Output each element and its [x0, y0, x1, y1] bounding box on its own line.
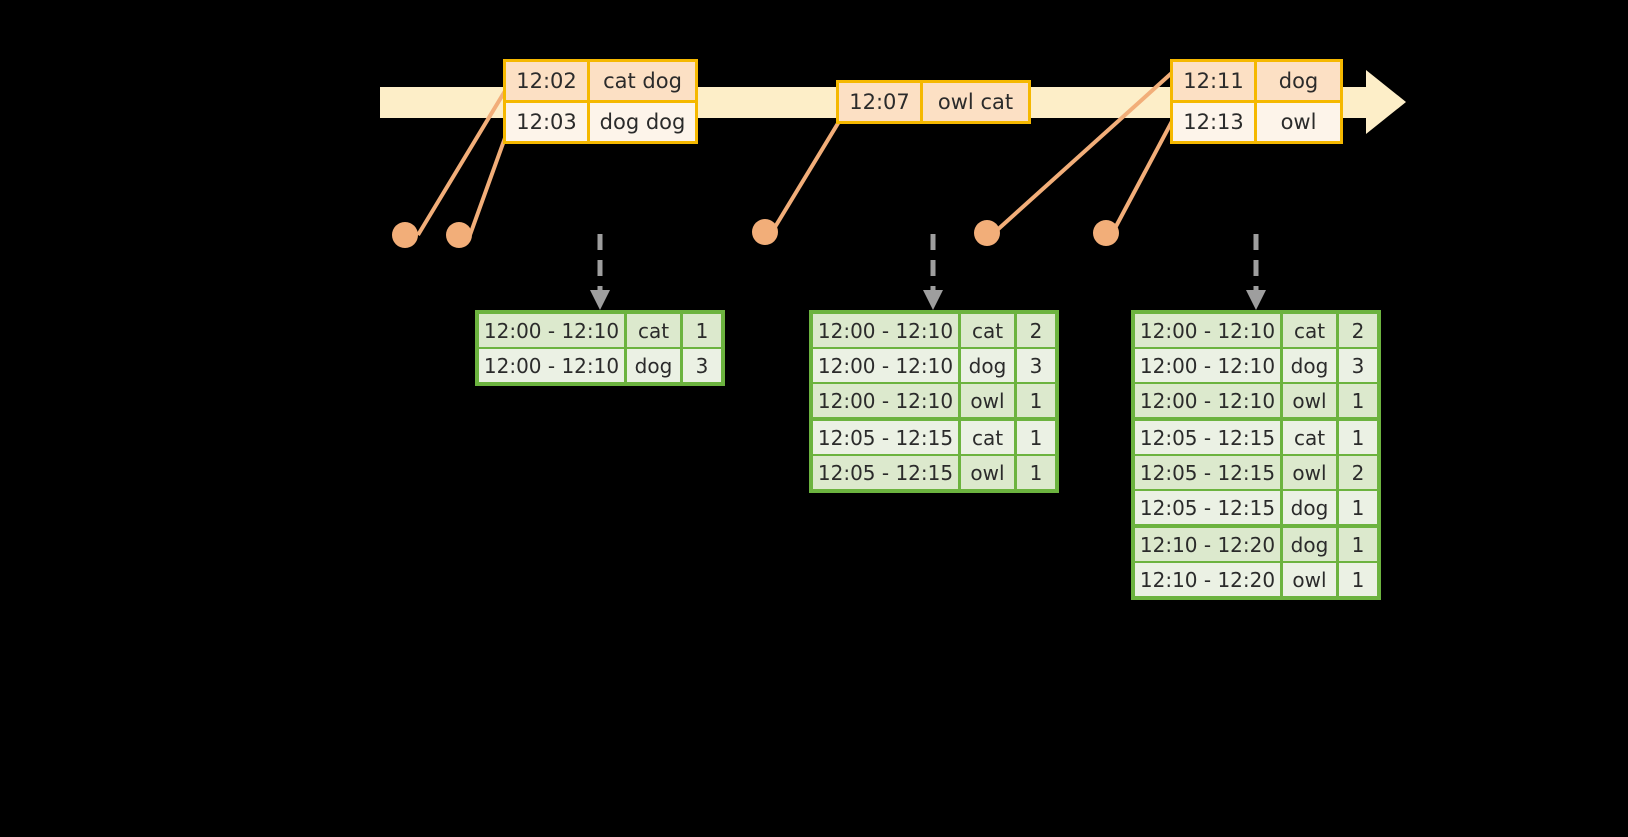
count-cell: 1 [1339, 421, 1377, 454]
window-cell: 12:05 - 12:15 [1135, 421, 1283, 454]
event-group-3: 12:11 dog 12:13 owl [1170, 59, 1343, 144]
table-row: 12:00 - 12:10 dog 3 [1135, 347, 1377, 382]
connector-dot [446, 222, 472, 248]
table-row: 12:00 - 12:10 cat 1 [479, 314, 721, 347]
table-row: 12:05 - 12:15 owl 2 [1135, 454, 1377, 489]
table-row: 12:00 - 12:10 dog 3 [479, 347, 721, 382]
timeline-arrowhead [1366, 70, 1406, 134]
window-cell: 12:00 - 12:10 [479, 349, 627, 382]
window-cell: 12:00 - 12:10 [813, 314, 961, 347]
event-row: 12:07 owl cat [839, 83, 1028, 121]
event-words: dog dog [590, 103, 695, 141]
dashed-arrow-2 [923, 234, 943, 310]
word-cell: owl [1283, 563, 1339, 596]
result-group: 12:05 - 12:15 cat 1 12:05 - 12:15 owl 2 … [1135, 417, 1377, 524]
result-group: 12:10 - 12:20 dog 1 12:10 - 12:20 owl 1 [1135, 524, 1377, 596]
window-cell: 12:05 - 12:15 [813, 421, 961, 454]
table-row: 12:05 - 12:15 owl 1 [813, 454, 1055, 489]
word-cell: dog [627, 349, 683, 382]
result-group: 12:00 - 12:10 cat 2 12:00 - 12:10 dog 3 … [813, 314, 1055, 417]
window-cell: 12:00 - 12:10 [813, 384, 961, 417]
table-row: 12:00 - 12:10 cat 2 [1135, 314, 1377, 347]
window-cell: 12:05 - 12:15 [1135, 456, 1283, 489]
count-cell: 3 [1339, 349, 1377, 382]
word-cell: owl [961, 456, 1017, 489]
connector-dot [752, 219, 778, 245]
event-time: 12:03 [506, 103, 590, 141]
result-table-2: 12:00 - 12:10 cat 2 12:00 - 12:10 dog 3 … [809, 310, 1059, 493]
table-row: 12:00 - 12:10 cat 2 [813, 314, 1055, 347]
word-cell: dog [1283, 528, 1339, 561]
table-row: 12:05 - 12:15 cat 1 [813, 421, 1055, 454]
event-words: owl cat [923, 83, 1028, 121]
event-words: cat dog [590, 62, 695, 100]
event-words: dog [1257, 62, 1340, 100]
table-row: 12:00 - 12:10 owl 1 [813, 382, 1055, 417]
word-cell: dog [961, 349, 1017, 382]
event-row: 12:03 dog dog [506, 100, 695, 141]
window-cell: 12:00 - 12:10 [1135, 314, 1283, 347]
event-time: 12:07 [839, 83, 923, 121]
window-cell: 12:10 - 12:20 [1135, 528, 1283, 561]
window-cell: 12:00 - 12:10 [1135, 349, 1283, 382]
event-row: 12:13 owl [1173, 100, 1340, 141]
table-row: 12:10 - 12:20 dog 1 [1135, 528, 1377, 561]
word-cell: owl [1283, 456, 1339, 489]
word-cell: owl [961, 384, 1017, 417]
count-cell: 3 [683, 349, 721, 382]
result-group: 12:05 - 12:15 cat 1 12:05 - 12:15 owl 1 [813, 417, 1055, 489]
window-cell: 12:10 - 12:20 [1135, 563, 1283, 596]
window-cell: 12:05 - 12:15 [1135, 491, 1283, 524]
count-cell: 1 [1017, 384, 1055, 417]
result-group: 12:00 - 12:10 cat 2 12:00 - 12:10 dog 3 … [1135, 314, 1377, 417]
count-cell: 1 [1339, 491, 1377, 524]
result-group: 12:00 - 12:10 cat 1 12:00 - 12:10 dog 3 [479, 314, 721, 382]
word-cell: dog [1283, 349, 1339, 382]
count-cell: 1 [683, 314, 721, 347]
event-row: 12:02 cat dog [506, 62, 695, 100]
count-cell: 1 [1017, 421, 1055, 454]
word-cell: cat [627, 314, 683, 347]
event-group-2: 12:07 owl cat [836, 80, 1031, 124]
connector-dot [1093, 220, 1119, 246]
event-time: 12:02 [506, 62, 590, 100]
result-table-3: 12:00 - 12:10 cat 2 12:00 - 12:10 dog 3 … [1131, 310, 1381, 600]
connector-dot [392, 222, 418, 248]
word-cell: cat [1283, 421, 1339, 454]
count-cell: 2 [1339, 456, 1377, 489]
table-row: 12:10 - 12:20 owl 1 [1135, 561, 1377, 596]
connector-dot [974, 220, 1000, 246]
table-row: 12:00 - 12:10 owl 1 [1135, 382, 1377, 417]
word-cell: cat [1283, 314, 1339, 347]
dashed-arrow-1 [590, 234, 610, 310]
window-cell: 12:00 - 12:10 [813, 349, 961, 382]
word-cell: owl [1283, 384, 1339, 417]
result-table-1: 12:00 - 12:10 cat 1 12:00 - 12:10 dog 3 [475, 310, 725, 386]
event-time: 12:13 [1173, 103, 1257, 141]
count-cell: 1 [1017, 456, 1055, 489]
event-words: owl [1257, 103, 1340, 141]
count-cell: 3 [1017, 349, 1055, 382]
table-row: 12:05 - 12:15 dog 1 [1135, 489, 1377, 524]
word-cell: cat [961, 314, 1017, 347]
word-cell: cat [961, 421, 1017, 454]
count-cell: 1 [1339, 563, 1377, 596]
event-time: 12:11 [1173, 62, 1257, 100]
table-row: 12:00 - 12:10 dog 3 [813, 347, 1055, 382]
window-cell: 12:05 - 12:15 [813, 456, 961, 489]
window-cell: 12:00 - 12:10 [1135, 384, 1283, 417]
event-row: 12:11 dog [1173, 62, 1340, 100]
count-cell: 2 [1339, 314, 1377, 347]
table-row: 12:05 - 12:15 cat 1 [1135, 421, 1377, 454]
dashed-arrow-3 [1246, 234, 1266, 310]
word-cell: dog [1283, 491, 1339, 524]
count-cell: 2 [1017, 314, 1055, 347]
event-group-1: 12:02 cat dog 12:03 dog dog [503, 59, 698, 144]
count-cell: 1 [1339, 384, 1377, 417]
count-cell: 1 [1339, 528, 1377, 561]
window-cell: 12:00 - 12:10 [479, 314, 627, 347]
